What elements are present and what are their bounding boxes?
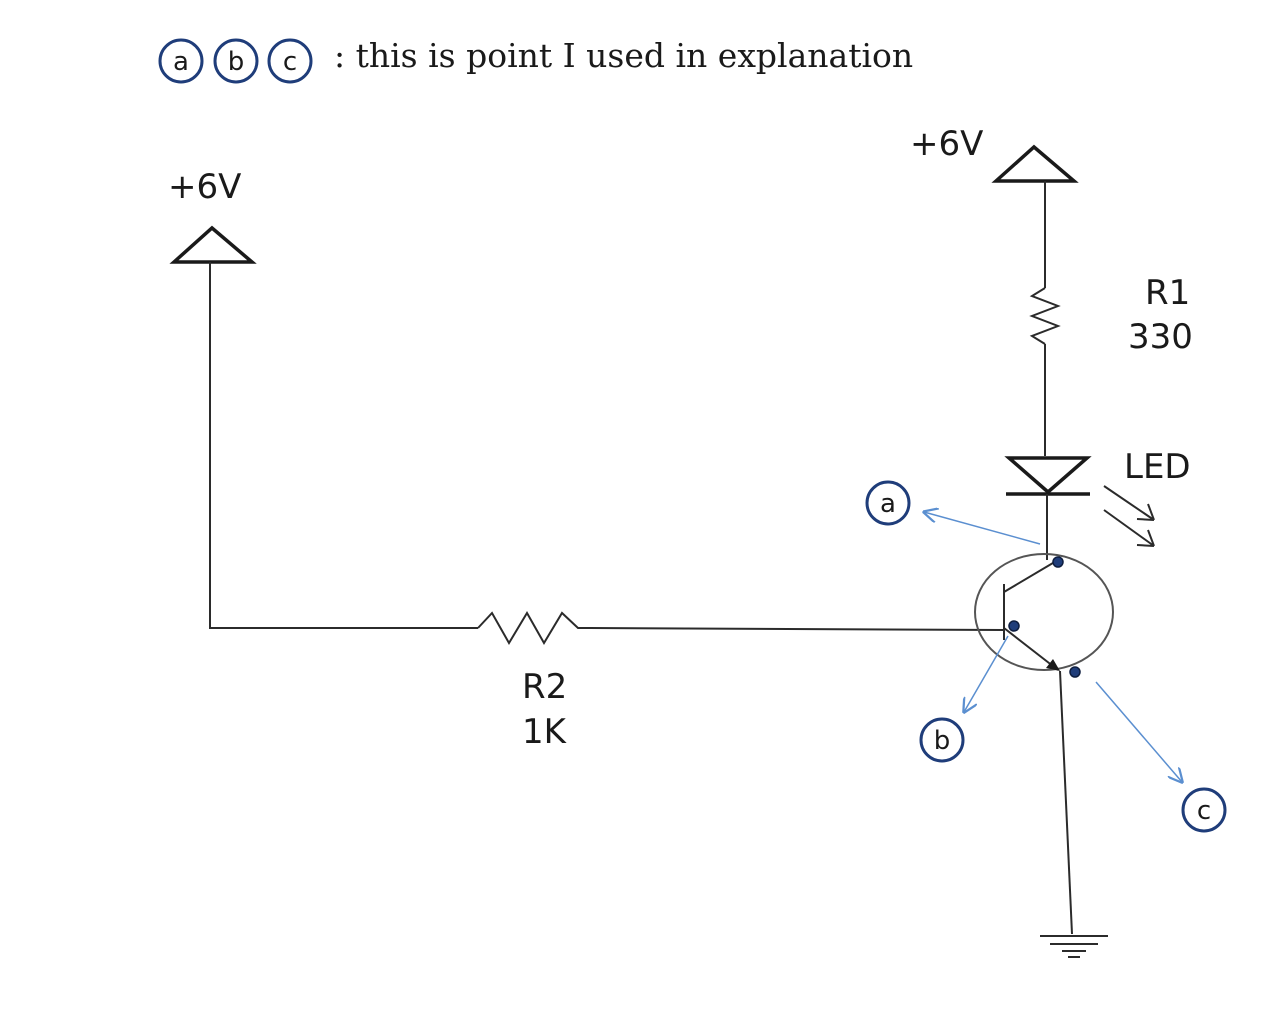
led-emission-arrow-2 bbox=[1103, 509, 1155, 547]
supply-left: +6V bbox=[168, 167, 257, 264]
supply-left-label: +6V bbox=[168, 167, 241, 207]
r2-resistor bbox=[477, 611, 590, 645]
legend-text: : this is point I used in explanation bbox=[334, 36, 913, 75]
supply-right-label: +6V bbox=[910, 124, 983, 164]
svg-text:b: b bbox=[228, 47, 245, 77]
supply-right: +6V bbox=[910, 124, 1079, 183]
point-a-dot bbox=[1052, 556, 1064, 568]
r1-value: 330 bbox=[1128, 317, 1193, 357]
svg-text:a: a bbox=[880, 489, 896, 519]
svg-text:b: b bbox=[934, 726, 951, 756]
r1-name: R1 bbox=[1145, 273, 1190, 313]
r2-name: R2 bbox=[522, 667, 567, 707]
led-label: LED bbox=[1124, 447, 1191, 487]
svg-text:c: c bbox=[1197, 796, 1211, 826]
legend: a b c : this is point I used in explanat… bbox=[158, 36, 913, 84]
led-triangle bbox=[1004, 456, 1092, 495]
legend-marker-c: c bbox=[267, 38, 313, 84]
r2-value: 1K bbox=[522, 712, 568, 752]
led-emission-arrow-1 bbox=[1103, 485, 1155, 521]
svg-text:a: a bbox=[173, 47, 189, 77]
led: LED bbox=[1004, 447, 1191, 547]
ground-symbol bbox=[1040, 935, 1108, 958]
wire-emitter-ground bbox=[1059, 670, 1073, 935]
wire-left bbox=[209, 262, 478, 629]
transistor-collector-leg bbox=[1003, 559, 1059, 593]
r1-resistor bbox=[1029, 287, 1061, 345]
supply-right-symbol bbox=[991, 144, 1079, 183]
supply-left-symbol bbox=[169, 225, 257, 264]
legend-marker-b: b bbox=[213, 38, 259, 84]
callout-c: c bbox=[1095, 681, 1227, 833]
legend-marker-a: a bbox=[158, 38, 204, 84]
callout-a: a bbox=[865, 480, 1041, 545]
transistor-emitter-leg bbox=[1003, 627, 1059, 671]
callout-b: b bbox=[919, 635, 1009, 763]
point-c-dot bbox=[1069, 666, 1081, 678]
wire-base bbox=[589, 627, 1005, 631]
transistor-emitter-arrow bbox=[1046, 659, 1060, 671]
transistor-body bbox=[974, 553, 1114, 671]
svg-text:c: c bbox=[283, 47, 297, 77]
point-b-dot bbox=[1008, 620, 1020, 632]
transistor bbox=[974, 553, 1114, 678]
